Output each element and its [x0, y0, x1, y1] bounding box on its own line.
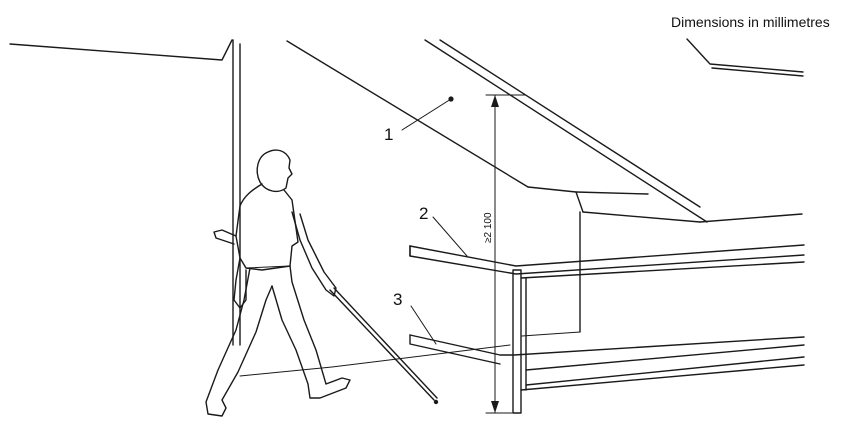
upper-right-flight — [686, 38, 804, 77]
balustrade-posts — [512, 261, 805, 414]
units-note: Dimensions in millimetres — [671, 14, 830, 30]
callout-1-label: 1 — [384, 125, 393, 144]
lower-rail — [409, 334, 805, 371]
overhead-stair-flight — [286, 39, 803, 337]
dimension-label: ≥2 100 — [483, 212, 494, 243]
callout-1: 1 — [384, 96, 454, 144]
callout-3: 3 — [393, 290, 437, 345]
callout-2: 2 — [419, 204, 468, 257]
upper-handrail — [409, 244, 805, 275]
callout-2-label: 2 — [419, 204, 428, 223]
person-with-cane-illustration — [205, 149, 439, 417]
ceiling-soffit — [9, 39, 241, 346]
headroom-dimension: ≥2 100 — [483, 94, 527, 414]
floor-line — [239, 344, 511, 377]
callout-3-label: 3 — [393, 290, 402, 309]
